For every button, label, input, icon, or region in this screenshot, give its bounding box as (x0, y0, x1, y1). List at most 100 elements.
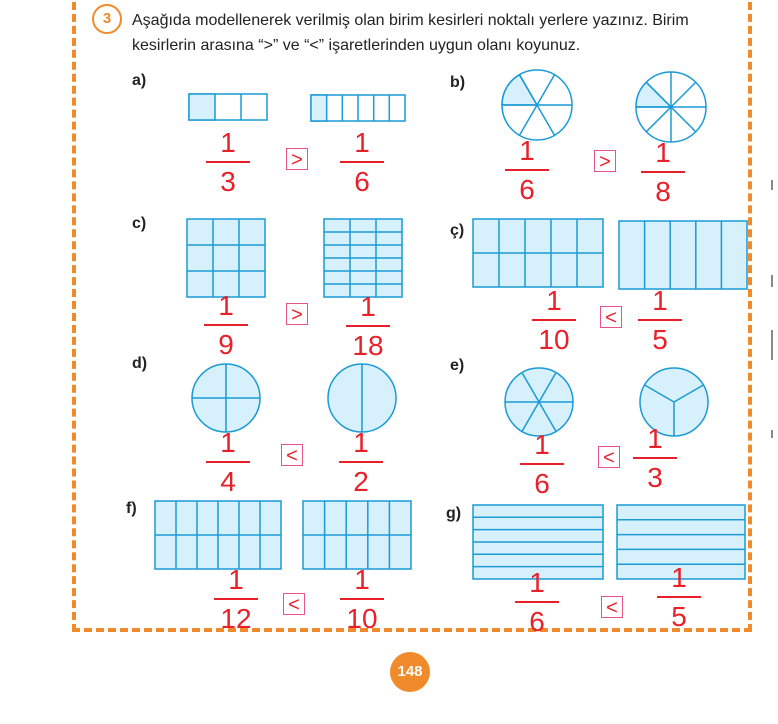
denominator: 6 (534, 468, 550, 499)
part-label-cedilla: ç) (450, 222, 465, 239)
numerator: 1 (655, 137, 671, 168)
question-instruction: Aşağıda modellenerek verilmiş olan birim… (132, 12, 689, 54)
numerator: 1 (220, 427, 236, 458)
margin-mark (771, 430, 773, 438)
part-label-a: a) (132, 72, 147, 89)
fraction-model-grid-tenths (472, 218, 604, 288)
margin-mark (771, 180, 773, 190)
numerator: 1 (647, 423, 663, 454)
denominator: 10 (346, 603, 378, 634)
part-label-d: d) (132, 355, 148, 372)
numerator: 1 (218, 290, 234, 321)
denominator: 6 (354, 166, 370, 197)
denominator: 2 (353, 466, 369, 497)
margin-mark (771, 330, 773, 360)
fraction-model-circle-halves (327, 363, 397, 433)
fraction-bar (206, 161, 250, 163)
denominator: 5 (652, 324, 668, 355)
numerator: 1 (546, 285, 562, 316)
fraction-model-grid-ninths (186, 218, 266, 298)
fraction-bar (339, 461, 383, 463)
part-label-e: e) (450, 357, 465, 374)
fraction-model-circle-eighths (635, 71, 707, 143)
comparison-sign-e: < (598, 446, 620, 469)
numerator: 1 (220, 127, 236, 158)
fraction-model-rows-fifths (616, 504, 746, 580)
denominator: 9 (218, 329, 234, 360)
fraction-bar (532, 319, 576, 321)
part-label-f: f) (126, 500, 137, 517)
numerator: 1 (652, 285, 668, 316)
margin-mark (771, 275, 773, 287)
fraction-model-sixths (310, 94, 406, 122)
denominator: 6 (519, 174, 535, 205)
part-label-b: b) (450, 74, 466, 91)
fraction-bar (505, 169, 549, 171)
denominator: 3 (220, 166, 236, 197)
denominator: 5 (671, 601, 687, 632)
numerator: 1 (354, 564, 370, 595)
numerator: 1 (671, 562, 687, 593)
fraction-model-grid-twelfths (154, 500, 282, 570)
fraction-model-rows-sixths (472, 504, 604, 580)
fraction-bar (641, 171, 685, 173)
comparison-sign-c: > (286, 303, 308, 326)
comparison-sign-f: < (283, 593, 305, 616)
fraction-model-grid-eighteenths (323, 218, 403, 298)
fraction-model-columns-fifths (618, 220, 748, 290)
denominator: 10 (538, 324, 570, 355)
comparison-sign-d: < (281, 444, 303, 467)
denominator: 12 (220, 603, 252, 634)
fraction-model-thirds (188, 93, 268, 121)
fraction-bar (633, 457, 677, 459)
denominator: 6 (529, 606, 545, 637)
numerator: 1 (228, 564, 244, 595)
part-label-g: g) (446, 505, 462, 522)
numerator: 1 (529, 567, 545, 598)
dashed-frame (72, 0, 752, 632)
numerator: 1 (519, 135, 535, 166)
numerator: 1 (353, 427, 369, 458)
part-label-c: c) (132, 215, 147, 232)
fraction-bar (204, 324, 248, 326)
denominator: 4 (220, 466, 236, 497)
fraction-model-circle-thirds (639, 367, 709, 437)
comparison-sign-g: < (601, 596, 623, 619)
fraction-bar (214, 598, 258, 600)
denominator: 8 (655, 176, 671, 207)
denominator: 18 (352, 330, 384, 361)
numerator: 1 (534, 429, 550, 460)
question-number: 3 (92, 4, 122, 34)
fraction-bar (346, 325, 390, 327)
fraction-model-circle-quarters (191, 363, 261, 433)
fraction-model-circle-sixths-e (504, 367, 574, 437)
fraction-bar (520, 463, 564, 465)
fraction-bar (206, 461, 250, 463)
numerator: 1 (354, 127, 370, 158)
fraction-model-circle-sixths (501, 69, 573, 141)
fraction-bar (340, 598, 384, 600)
comparison-sign-b: > (594, 150, 616, 173)
fraction-bar (515, 601, 559, 603)
denominator: 3 (647, 462, 663, 493)
fraction-bar (638, 319, 682, 321)
fraction-model-grid-tenths-f (302, 500, 412, 570)
fraction-bar (657, 596, 701, 598)
page-number: 148 (390, 652, 430, 692)
comparison-sign-a: > (286, 148, 308, 171)
